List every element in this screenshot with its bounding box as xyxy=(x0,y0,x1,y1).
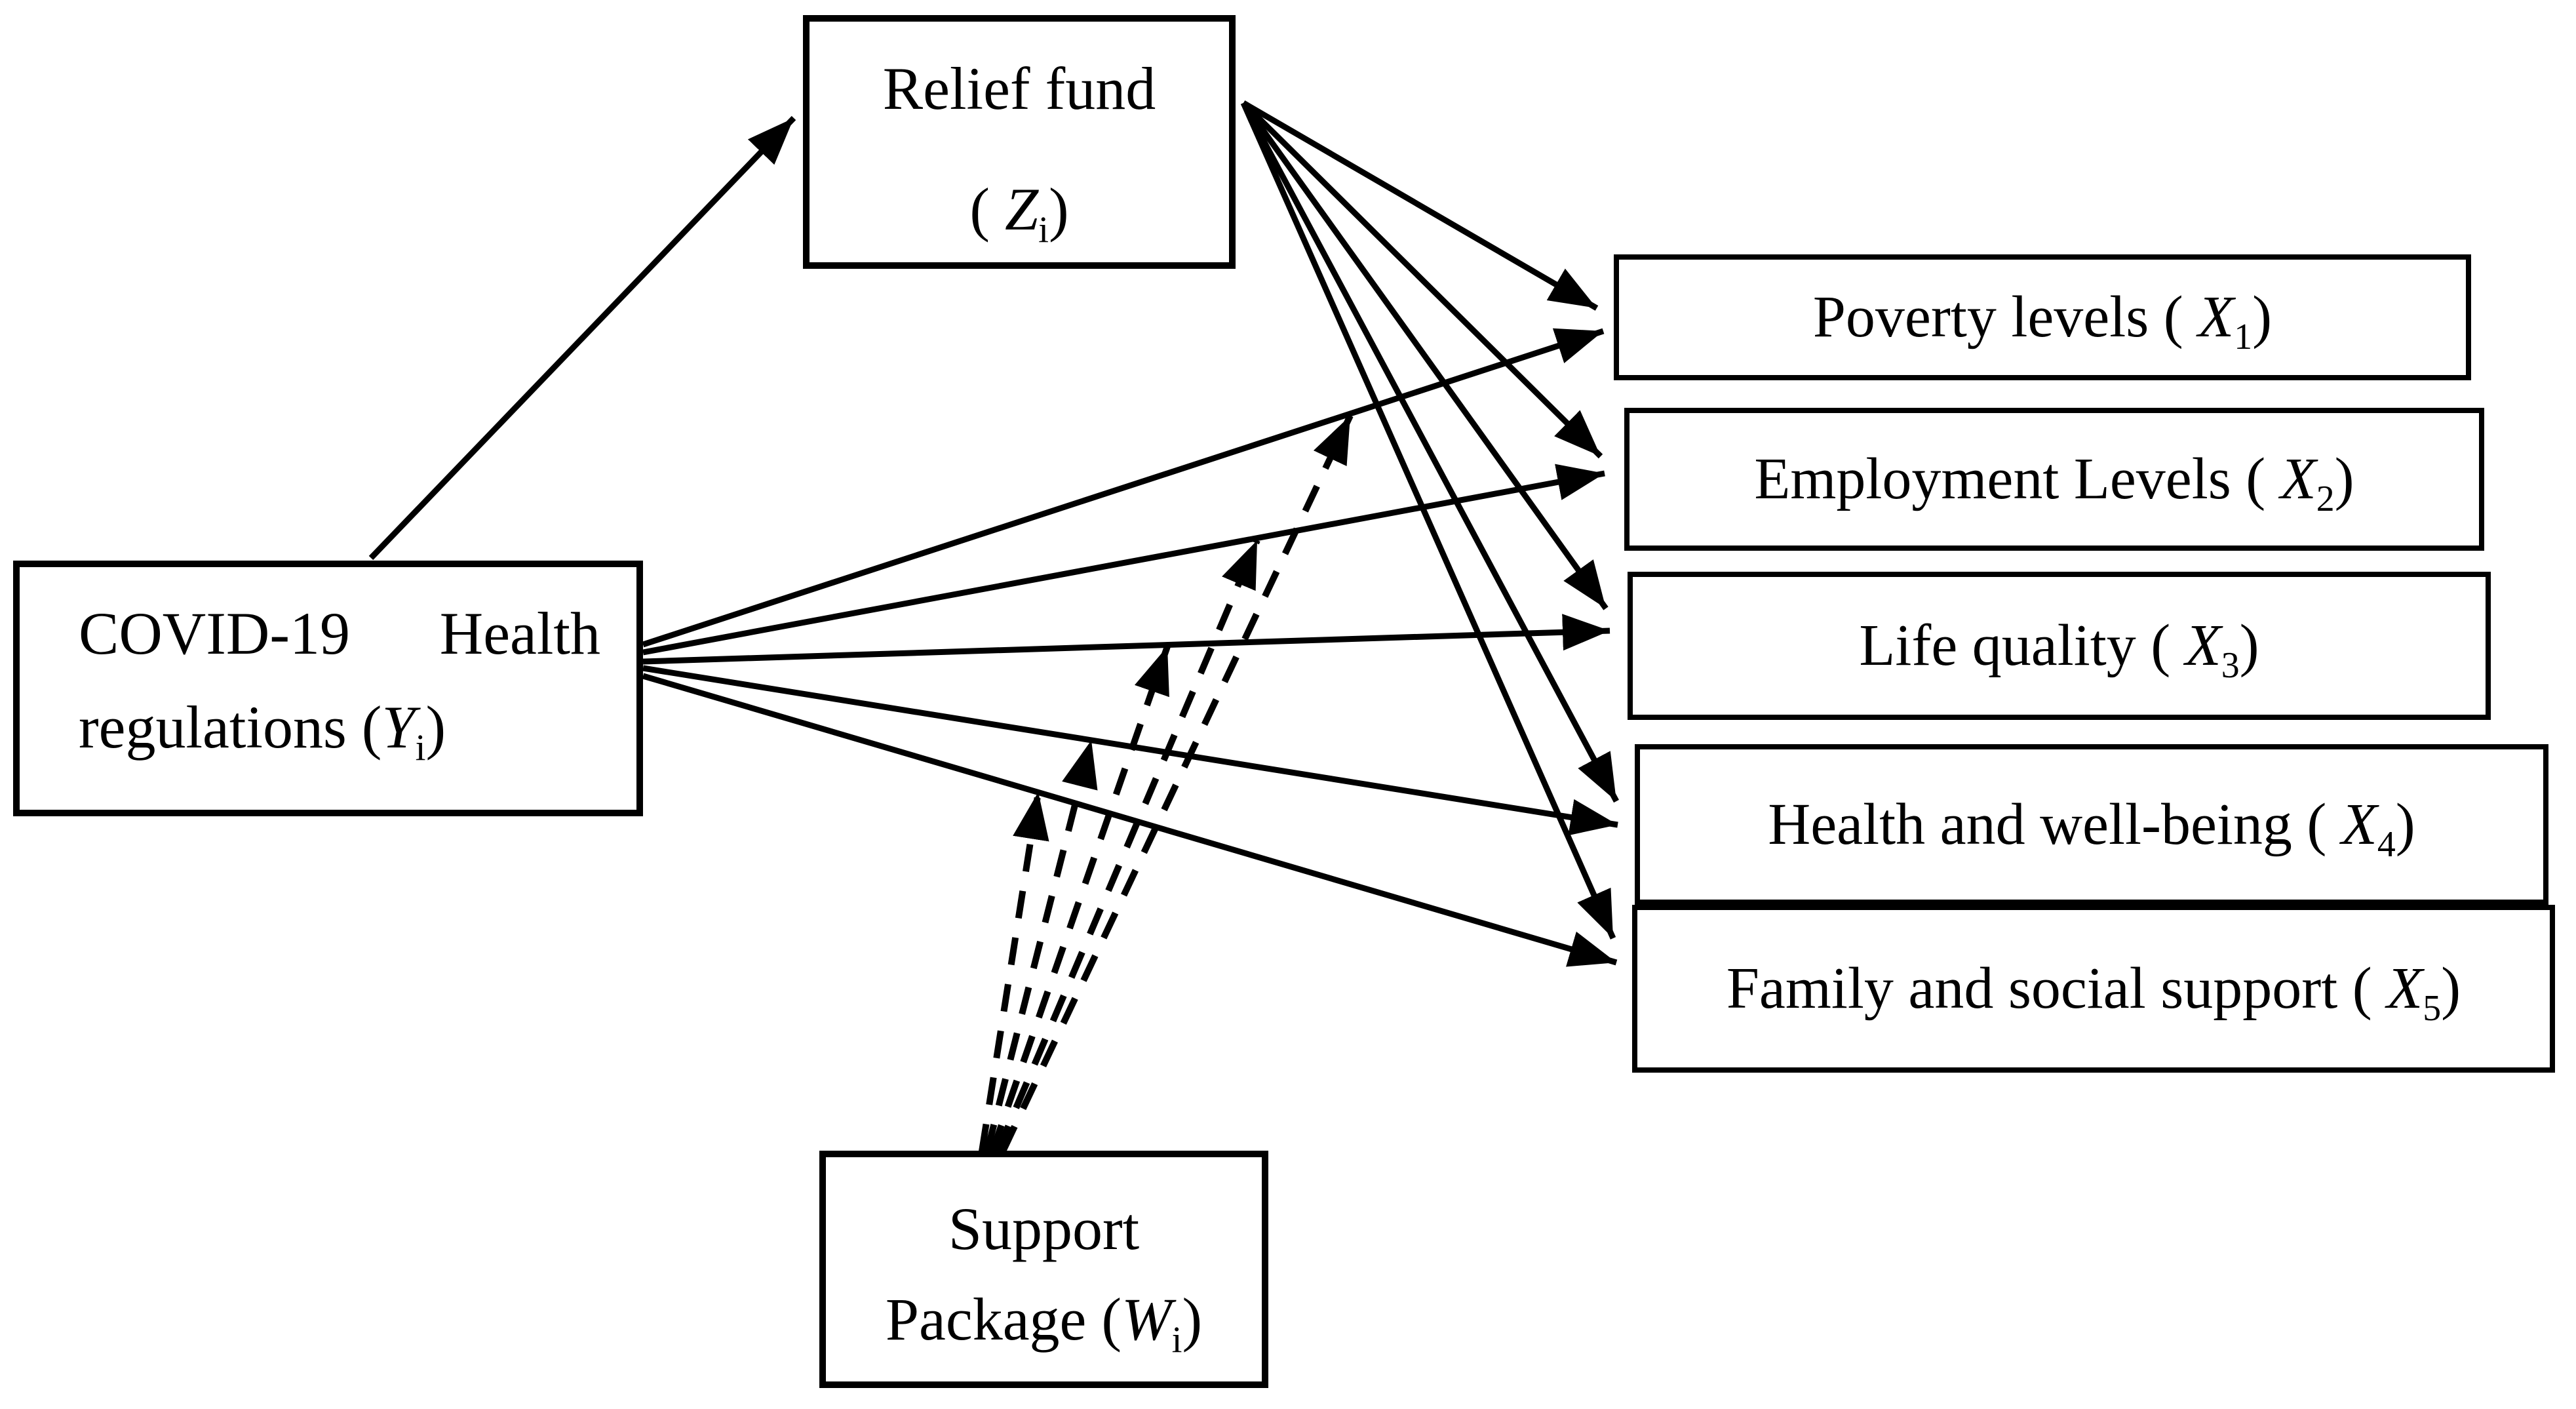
arrow-covid-to-life-quality xyxy=(642,614,1610,665)
relief-fund-box: Relief fund ( Zi) xyxy=(803,15,1236,269)
support-package-label-line1: Support xyxy=(948,1195,1140,1262)
arrow-support-moderates-health-path xyxy=(984,739,1098,1153)
outcome-box-health: Health and well-being ( X4) xyxy=(1635,744,2548,905)
arrow-covid-to-family xyxy=(642,673,1618,967)
relief-fund-label: Relief fund xyxy=(882,55,1156,122)
outcome-label: Poverty levels ( X1) xyxy=(1812,285,2273,358)
relief-fund-symbol: ( Zi) xyxy=(969,176,1069,251)
arrow-support-moderates-poverty-path xyxy=(1000,414,1354,1153)
outcome-box-family: Family and social support ( X5) xyxy=(1632,905,2555,1073)
covid-regulations-box: COVID-19 Health regulations (Yi) xyxy=(13,561,643,816)
arrow-relief-to-life-quality xyxy=(1241,101,1609,610)
arrow-relief-to-poverty xyxy=(1241,100,1599,311)
outcome-label: Health and well-being ( X4) xyxy=(1768,791,2415,865)
arrow-relief-to-employment xyxy=(1241,100,1603,459)
arrow-covid-to-poverty xyxy=(642,328,1605,648)
outcome-label: Family and social support ( X5) xyxy=(1726,956,2461,1029)
outcome-label: Life quality ( X3) xyxy=(1859,613,2259,686)
outcome-label: Employment Levels ( X2) xyxy=(1754,447,2354,520)
arrow-support-moderates-life-quality-path xyxy=(989,645,1171,1153)
arrow-support-moderates-family-path xyxy=(979,791,1049,1152)
covid-regulations-label-line2: regulations (Yi) xyxy=(79,693,446,768)
support-package-box: Support Package (Wi) xyxy=(819,1151,1268,1388)
arrow-covid-to-employment xyxy=(642,464,1605,656)
outcome-box-poverty: Poverty levels ( X1) xyxy=(1614,254,2471,380)
support-package-label-line2: Package (Wi) xyxy=(885,1286,1203,1361)
arrow-relief-to-family xyxy=(1240,102,1616,940)
covid-regulations-label-line1: COVID-19 Health xyxy=(79,600,600,667)
outcome-box-life-quality: Life quality ( X3) xyxy=(1628,572,2491,720)
outcome-box-employment: Employment Levels ( X2) xyxy=(1624,408,2484,551)
arrow-relief-to-health xyxy=(1241,101,1619,803)
arrow-support-moderates-employment-path xyxy=(994,539,1260,1153)
arrow-covid-to-relief xyxy=(368,115,796,561)
